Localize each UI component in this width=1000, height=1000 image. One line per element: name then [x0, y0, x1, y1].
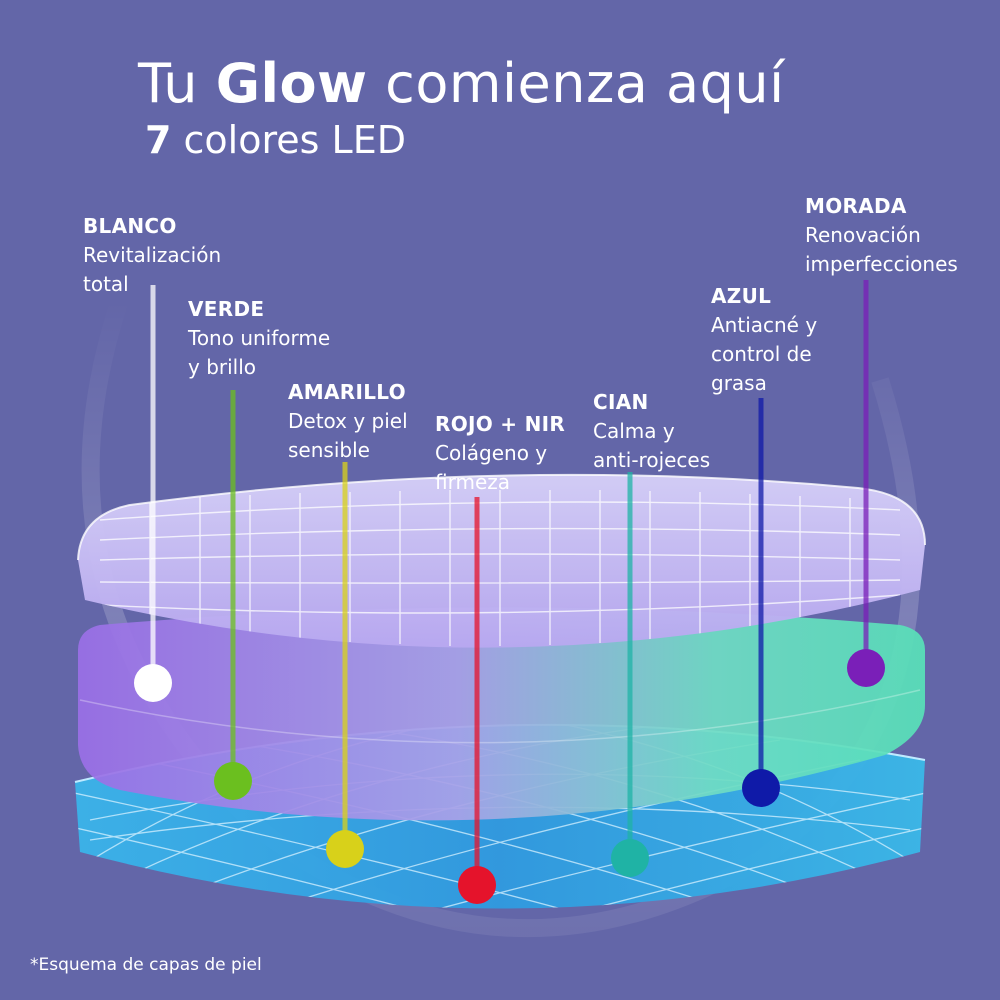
led-label-amarillo: AMARILLO Detox y piel sensible — [288, 378, 408, 465]
footnote: *Esquema de capas de piel — [30, 955, 262, 975]
led-description: Detox y piel — [288, 409, 408, 433]
led-name: VERDE — [188, 297, 265, 321]
led-label-blanco: BLANCO Revitalización total — [83, 212, 221, 299]
led-label-morada: MORADA Renovación imperfecciones — [805, 192, 958, 279]
led-description: Revitalización — [83, 243, 222, 267]
led-dot-amarillo — [326, 830, 364, 868]
led-dot-blanco — [134, 664, 172, 702]
led-name: AMARILLO — [288, 380, 406, 404]
led-description: control de — [711, 342, 812, 366]
led-label-cian: CIAN Calma y anti-rojeces — [593, 388, 710, 475]
top-layer — [77, 473, 926, 648]
subtitle-number: 7 — [145, 118, 172, 162]
middle-layer — [78, 607, 925, 821]
led-description: total — [83, 272, 129, 296]
led-label-azul: AZUL Antiacné y control de grasa — [711, 282, 817, 398]
led-description: y brillo — [188, 355, 257, 379]
led-dot-rojo-nir — [458, 866, 496, 904]
led-name: ROJO + NIR — [435, 412, 566, 436]
title-prefix: Tu — [138, 52, 216, 115]
led-description: Renovación — [805, 223, 921, 247]
led-name: MORADA — [805, 194, 907, 218]
led-dot-morada — [847, 649, 885, 687]
led-label-verde: VERDE Tono uniforme y brillo — [188, 295, 330, 382]
led-description: Calma y — [593, 419, 675, 443]
led-label-rojo-nir: ROJO + NIR Colágeno y firmeza — [435, 410, 565, 497]
page-title: Tu Glow comienza aquí — [138, 52, 785, 115]
led-dot-verde — [214, 762, 252, 800]
subtitle-text: colores LED — [171, 118, 406, 162]
title-suffix: comienza aquí — [367, 52, 785, 115]
led-dot-azul — [742, 769, 780, 807]
led-description: Colágeno y — [435, 441, 548, 465]
led-dot-cian — [611, 839, 649, 877]
led-description: firmeza — [435, 470, 511, 494]
led-name: BLANCO — [83, 214, 177, 238]
led-markers — [134, 280, 885, 904]
title-highlight: Glow — [215, 52, 368, 115]
led-description: grasa — [711, 371, 767, 395]
led-description: imperfecciones — [805, 252, 958, 276]
led-description: Tono uniforme — [188, 326, 331, 350]
led-description: Antiacné y — [711, 313, 818, 337]
led-description: sensible — [288, 438, 370, 462]
led-name: CIAN — [593, 390, 649, 414]
led-description: anti-rojeces — [593, 448, 711, 472]
led-name: AZUL — [711, 284, 772, 308]
page-subtitle: 7 colores LED — [145, 118, 406, 162]
